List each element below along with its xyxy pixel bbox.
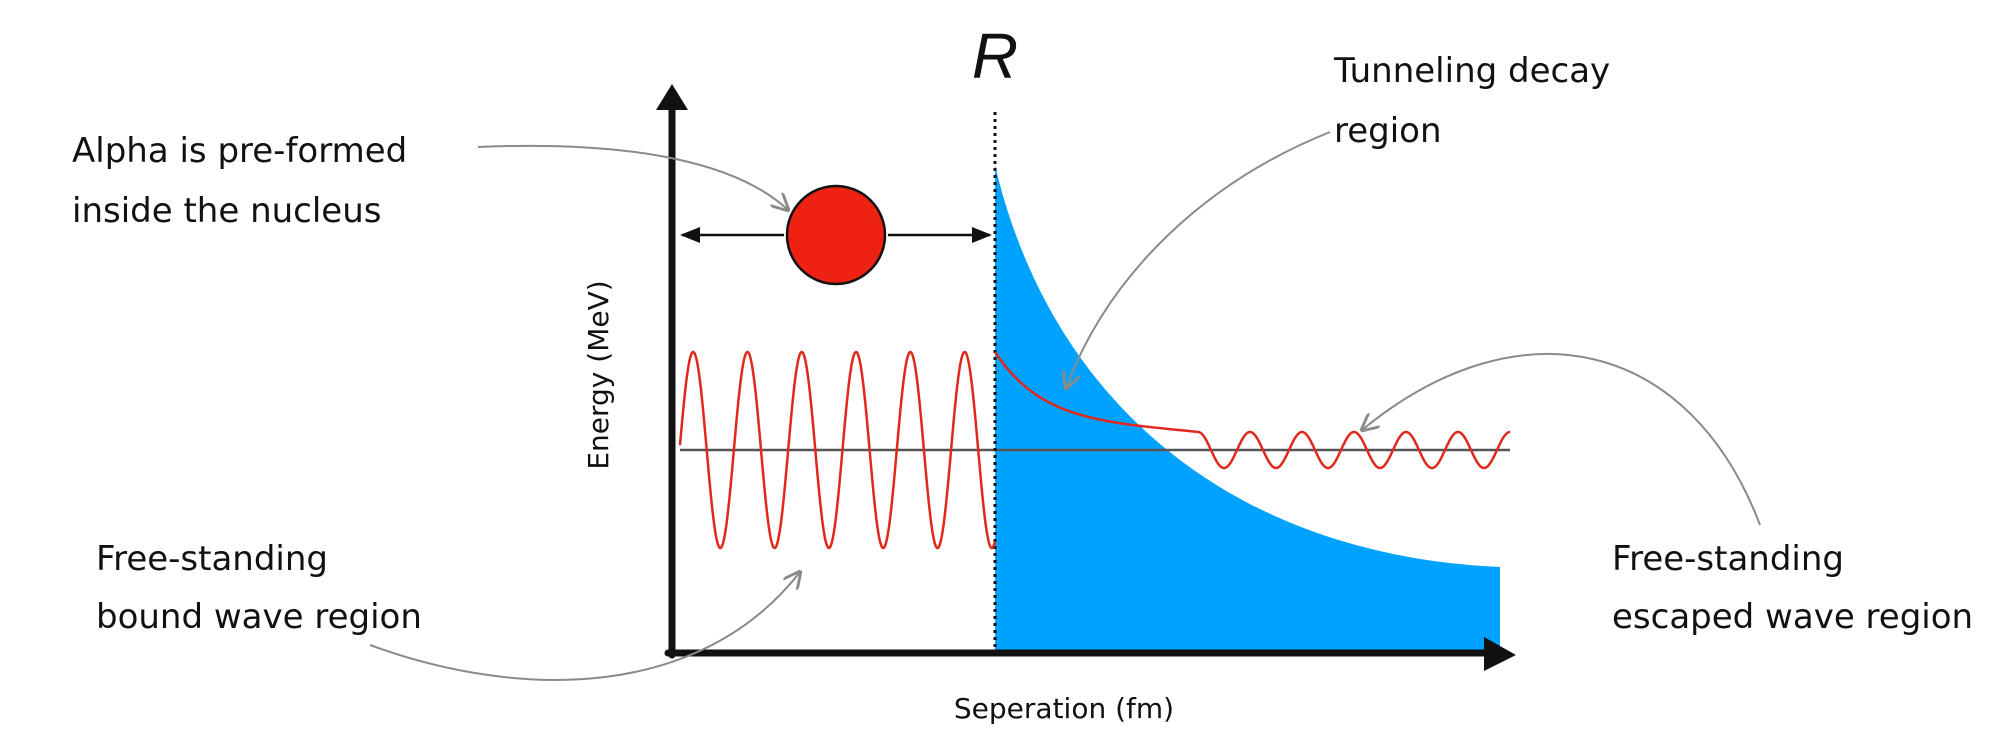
arrow-up-icon [656,84,688,110]
alpha-particle-icon [785,184,887,286]
preformed-label-line2: inside the nucleus [72,191,382,231]
bound-wave [678,350,997,550]
escaped-label-line1: Free-standing [1612,539,1844,579]
tunneling-callout-arrow [1066,131,1331,388]
bound-label-line1: Free-standing [96,539,328,579]
y-axis-title: Energy (MeV) [582,280,615,469]
preformed-label-line1: Alpha is pre-formed [72,131,407,171]
escaped-label-line2: escaped wave region [1612,597,1973,637]
arrow-right-icon [1484,637,1516,671]
bound-label-line2: bound wave region [96,597,422,637]
tunneling-decay-curve [993,351,1199,434]
escaped-wave [1197,430,1511,470]
preformed-callout-arrow [477,144,788,210]
radius-label: R [972,20,1018,92]
escaped-callout-arrow [1362,353,1761,526]
bound-callout-arrow [369,572,800,681]
tunneling-label-line2: region [1334,111,1442,151]
tunneling-label-line1: Tunneling decay [1333,51,1610,91]
coulomb-barrier-region [995,165,1500,650]
x-axis-title: Seperation (fm) [954,692,1174,725]
